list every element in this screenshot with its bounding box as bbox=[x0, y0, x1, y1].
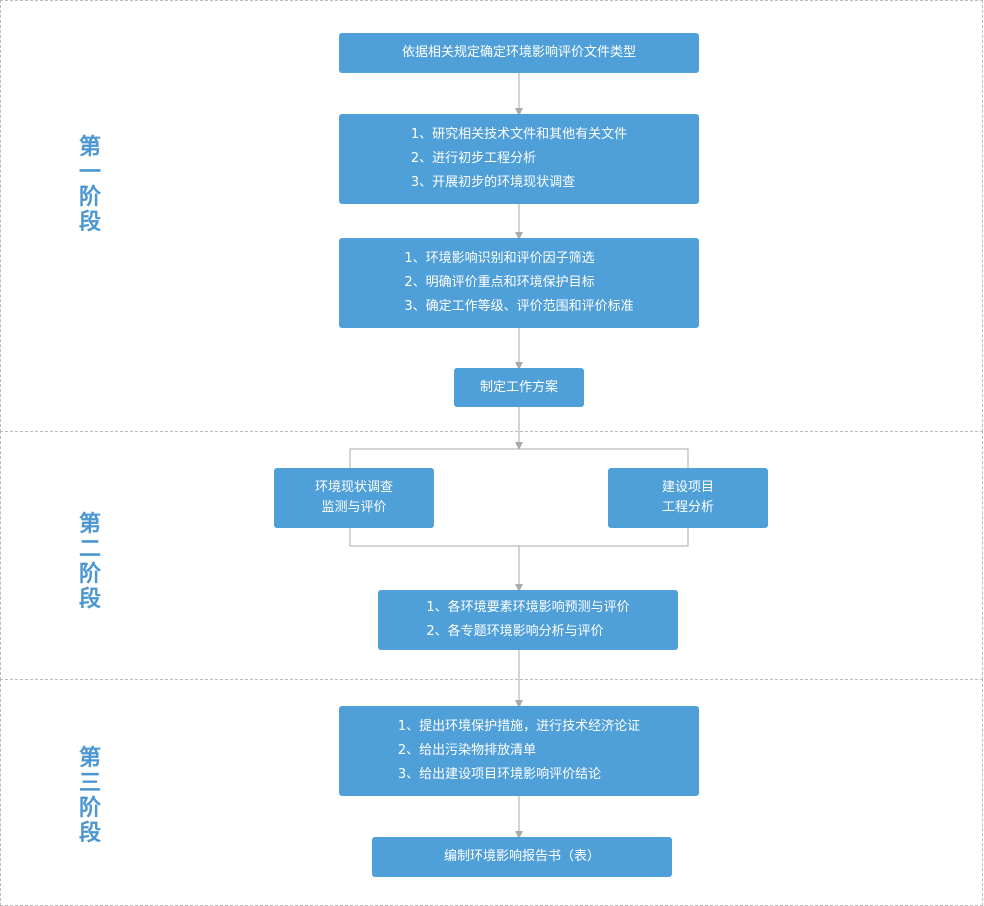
box-env-survey: 环境现状调查监测与评价 bbox=[274, 468, 434, 528]
box-work-plan: 制定工作方案 bbox=[454, 368, 584, 407]
branch-bottom bbox=[349, 528, 689, 547]
stage-3-label: 第三阶段 bbox=[78, 746, 101, 846]
box-report: 编制环境影响报告书（表） bbox=[372, 837, 672, 877]
stage-1-label: 第一阶段 bbox=[78, 135, 101, 235]
stage-1-frame bbox=[0, 0, 983, 432]
stage-2-label: 第二阶段 bbox=[78, 512, 101, 612]
box-project-analysis: 建设项目工程分析 bbox=[608, 468, 768, 528]
box-determine-doc-type: 依据相关规定确定环境影响评价文件类型 bbox=[339, 33, 699, 73]
branch-top bbox=[349, 448, 689, 468]
stage-2-frame bbox=[0, 431, 983, 680]
